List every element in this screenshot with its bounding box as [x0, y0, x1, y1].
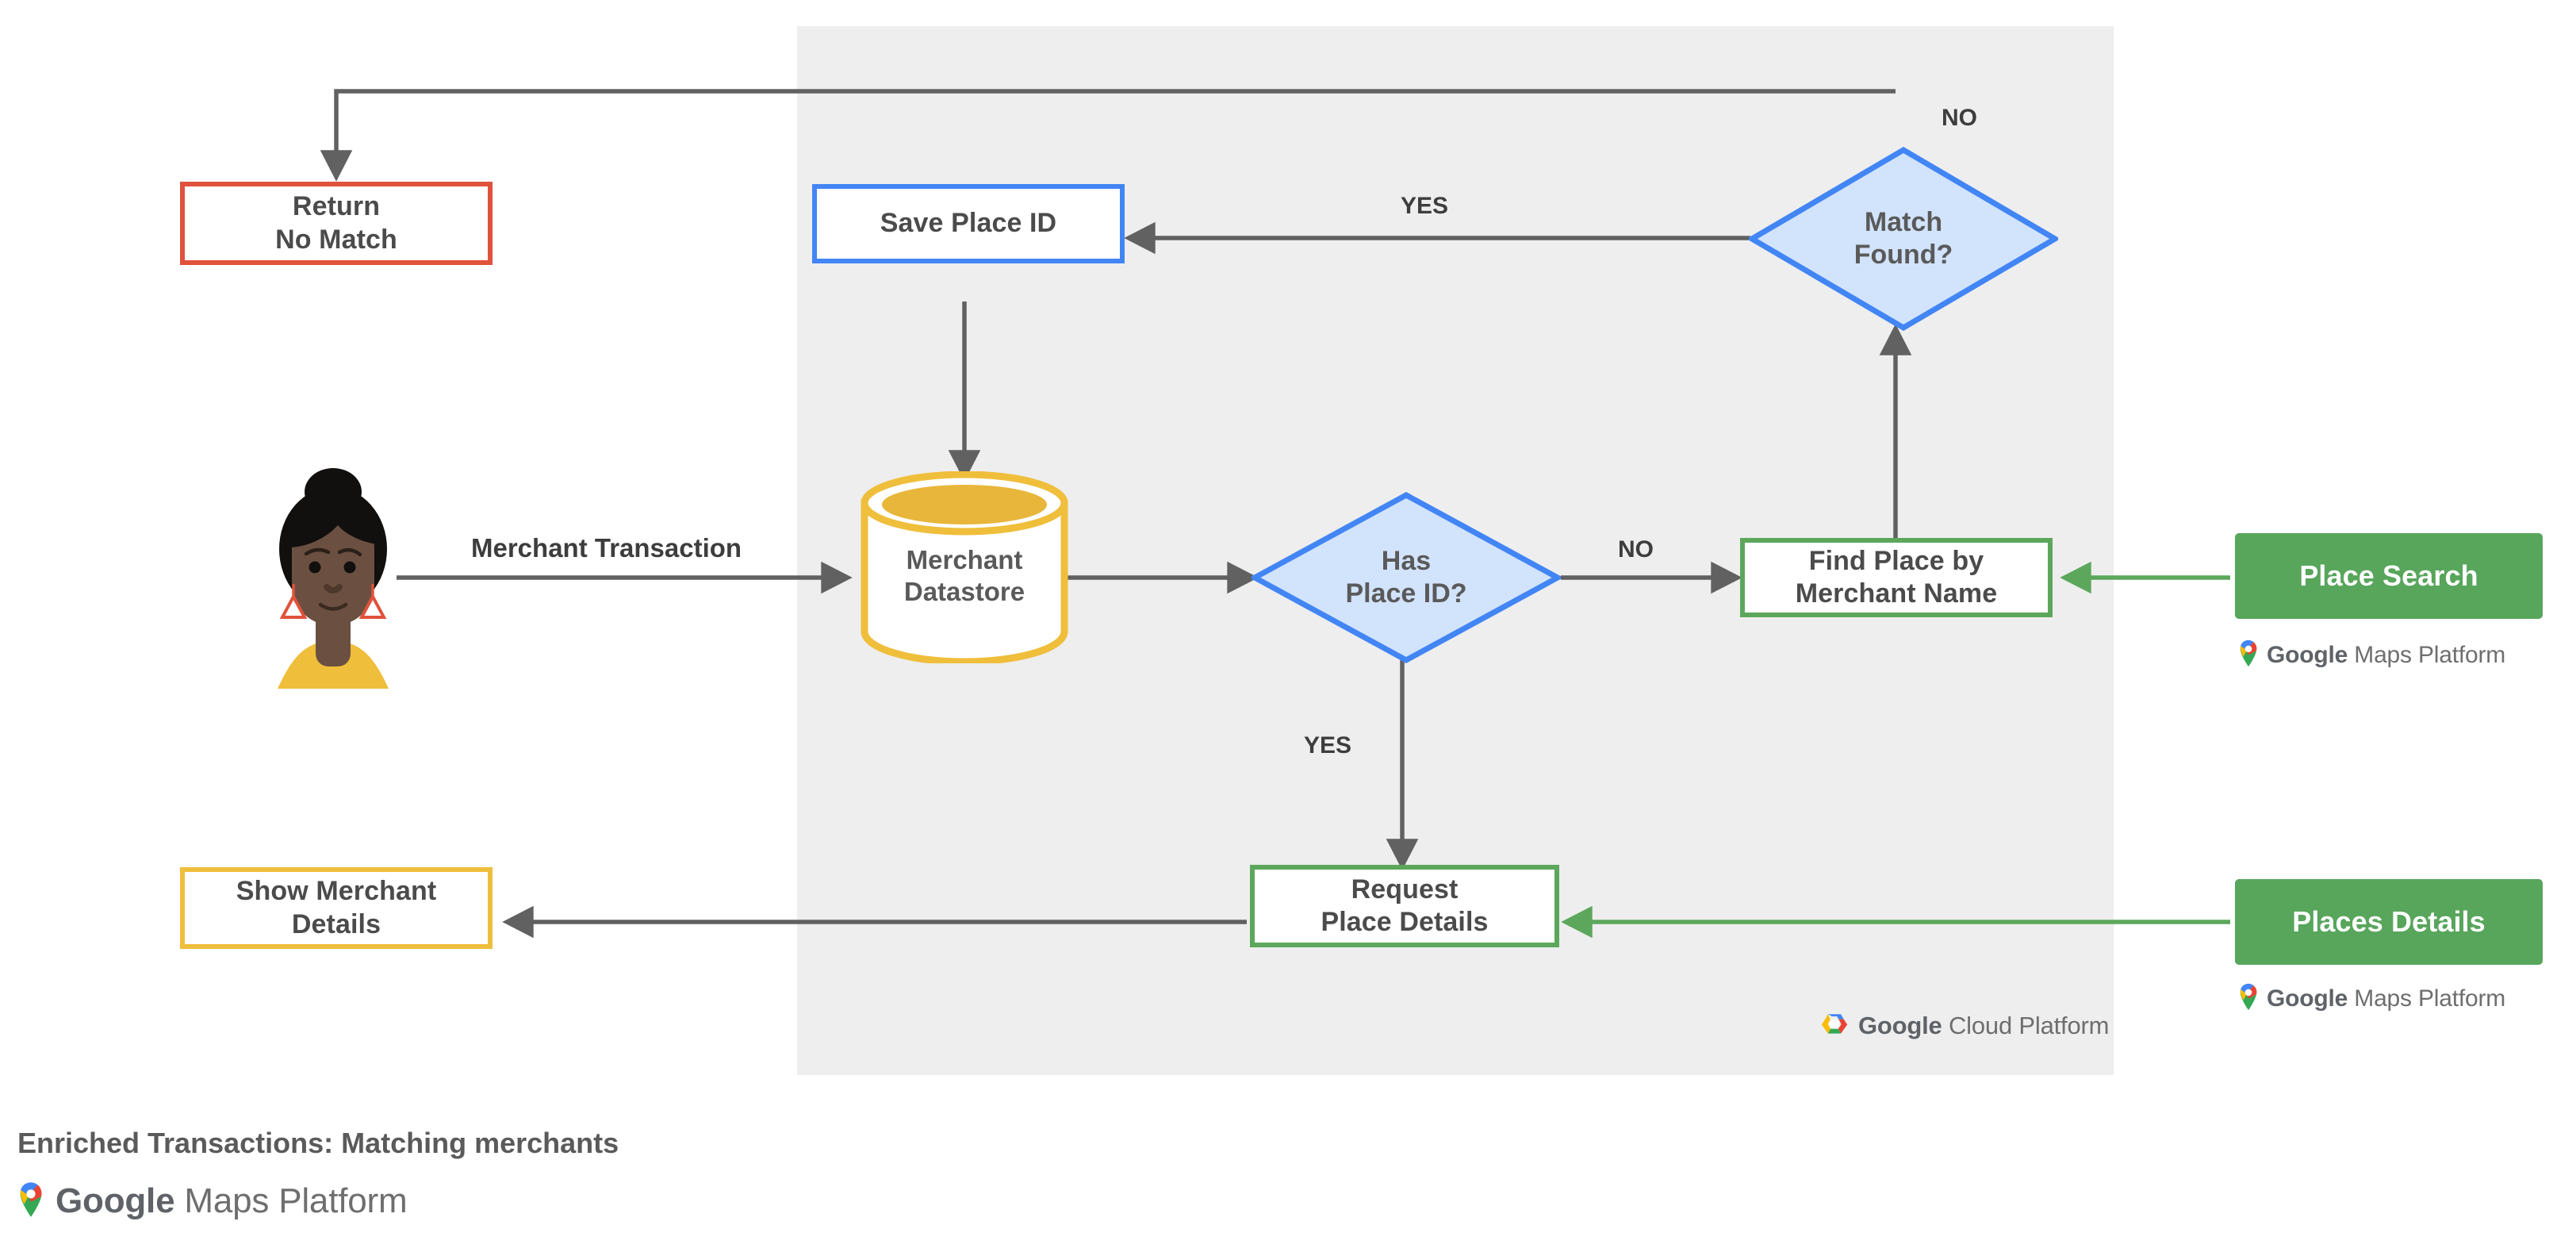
- maps-platform-wordmark: Google Maps Platform: [2267, 641, 2506, 668]
- node-return-no-match-label: Return No Match: [275, 191, 397, 255]
- edge-label-has-place-id-no: NO: [1618, 536, 1654, 563]
- node-find-place-by-merchant-name-label: Find Place by Merchant Name: [1795, 545, 1998, 609]
- google-maps-pin-icon: [2238, 639, 2259, 671]
- google-maps-pin-icon: [17, 1181, 44, 1222]
- google-cloud-platform-wordmark: Google Cloud Platform: [1858, 1011, 2110, 1039]
- node-match-found-label: Match Found?: [1853, 207, 1953, 270]
- node-show-merchant-details[interactable]: Show Merchant Details: [180, 867, 493, 949]
- maps-platform-lockup-places-details: Google Maps Platform: [2238, 982, 2505, 1015]
- node-match-found[interactable]: Match Found?: [1746, 146, 2060, 332]
- google-cloud-platform-lockup: Google Cloud Platform: [1820, 1009, 2109, 1042]
- maps-platform-lockup-place-search: Google Maps Platform: [2238, 639, 2505, 671]
- node-request-place-details-label: Request Place Details: [1321, 874, 1489, 937]
- node-place-search-label: Place Search: [2299, 559, 2478, 593]
- google-cloud-hexagon-icon: [1820, 1009, 1849, 1042]
- node-merchant-datastore-label: Merchant Datastore: [903, 545, 1025, 607]
- node-show-merchant-details-label: Show Merchant Details: [236, 876, 437, 939]
- maps-platform-wordmark: Google Maps Platform: [56, 1181, 408, 1220]
- node-places-details-label: Places Details: [2292, 905, 2486, 939]
- node-has-place-id-label: Has Place ID?: [1345, 546, 1467, 609]
- node-request-place-details[interactable]: Request Place Details: [1250, 865, 1559, 947]
- node-merchant-datastore[interactable]: Merchant Datastore: [857, 470, 1072, 666]
- google-maps-pin-icon: [2238, 982, 2259, 1015]
- node-has-place-id[interactable]: Has Place ID?: [1248, 492, 1564, 663]
- node-return-no-match[interactable]: Return No Match: [180, 182, 493, 265]
- edge-label-match-found-no: NO: [1942, 105, 1977, 131]
- merchant-customer-avatar: [262, 460, 404, 690]
- node-place-search[interactable]: Place Search: [2235, 533, 2543, 619]
- node-places-details[interactable]: Places Details: [2235, 879, 2543, 965]
- edge-label-match-found-yes: YES: [1401, 193, 1449, 219]
- maps-platform-lockup-footer: Google Maps Platform: [17, 1181, 408, 1222]
- node-save-place-id-label: Save Place ID: [880, 208, 1057, 239]
- node-find-place-by-merchant-name[interactable]: Find Place by Merchant Name: [1740, 538, 2053, 617]
- edge-label-has-place-id-yes: YES: [1304, 732, 1352, 758]
- diagram-caption: Enriched Transactions: Matching merchant…: [17, 1127, 619, 1159]
- edge-label-merchant-transaction: Merchant Transaction: [471, 533, 742, 563]
- node-save-place-id[interactable]: Save Place ID: [812, 184, 1125, 263]
- maps-platform-wordmark: Google Maps Platform: [2267, 985, 2506, 1012]
